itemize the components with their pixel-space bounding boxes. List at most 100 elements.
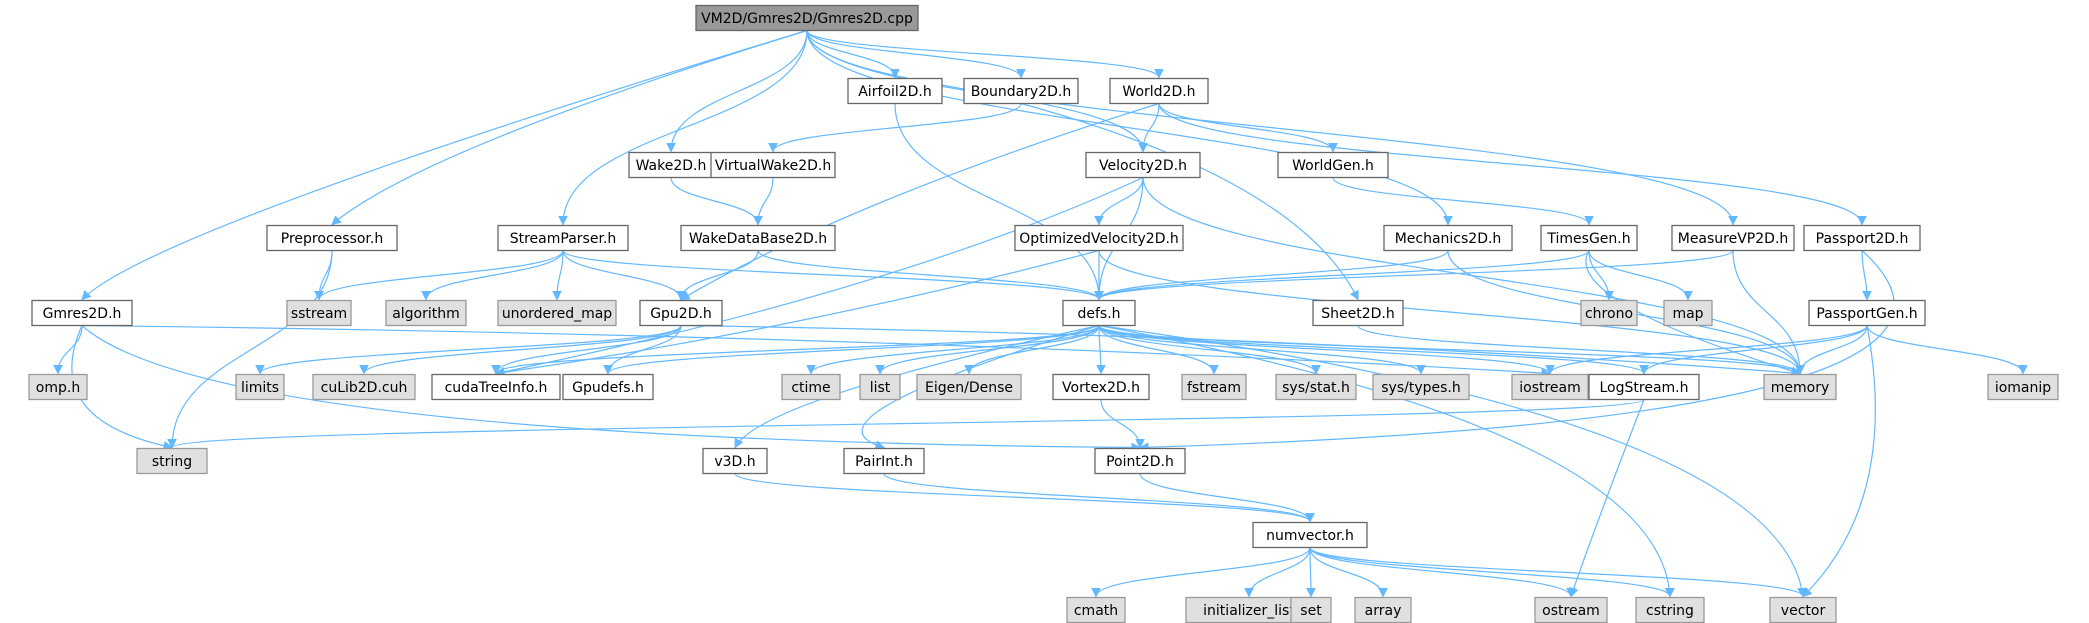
node-gpudefs[interactable]: Gpudefs.h <box>562 373 654 401</box>
arrowhead-defs-to-ctime <box>806 365 816 375</box>
node-box <box>859 373 901 401</box>
edge-measurevp-to-memory <box>1732 250 1801 374</box>
node-logstream[interactable]: LogStream.h <box>1588 373 1700 401</box>
node-label: MeasureVP2D.h <box>1678 231 1789 247</box>
node-label: ctime <box>791 380 830 396</box>
node-memory: memory <box>1763 373 1837 401</box>
arrowhead-defs-to-fstream <box>1209 365 1219 375</box>
node-cstring: cstring <box>1635 596 1705 623</box>
node-label: OptimizedVelocity2D.h <box>1019 231 1179 247</box>
node-gmres[interactable]: Gmres2D.h <box>31 299 133 327</box>
node-label: limits <box>241 380 279 396</box>
edge-vortex-to-point <box>1100 399 1141 448</box>
node-root[interactable]: VM2D/Gmres2D/Gmres2D.cpp <box>695 4 919 32</box>
edge-numvector-to-cstring <box>1309 547 1671 597</box>
node-mechanics[interactable]: Mechanics2D.h <box>1383 224 1513 252</box>
edge-defs-to-systypes <box>1098 325 1422 374</box>
edge-world-to-worldgen <box>1158 103 1334 152</box>
node-pairint[interactable]: PairInt.h <box>843 447 925 475</box>
node-label: memory <box>1771 380 1830 396</box>
node-label: iomanip <box>1995 380 2051 396</box>
edge-defs-to-memory <box>1098 324 1801 375</box>
node-wakedatabase[interactable]: WakeDataBase2D.h <box>680 224 836 252</box>
node-cudatree[interactable]: cudaTreeInfo.h <box>431 373 561 401</box>
node-algorithm: algorithm <box>385 299 467 327</box>
node-fstream: fstream <box>1181 373 1247 401</box>
node-virtualwake[interactable]: VirtualWake2D.h <box>710 151 836 179</box>
node-label: cstring <box>1646 603 1694 619</box>
node-defs[interactable]: defs.h <box>1062 299 1136 327</box>
node-array: array <box>1354 596 1412 623</box>
node-label: defs.h <box>1077 306 1120 322</box>
node-box <box>312 373 416 401</box>
node-box <box>1763 373 1837 401</box>
node-box <box>31 299 133 327</box>
node-label: World2D.h <box>1122 84 1195 100</box>
arrowhead-gpu-to-culib <box>359 365 369 375</box>
node-wake[interactable]: Wake2D.h <box>628 151 714 179</box>
node-box <box>1635 596 1705 623</box>
node-label: chrono <box>1585 306 1633 322</box>
arrowhead-root-to-boundary <box>1016 69 1026 79</box>
node-timesgen[interactable]: TimesGen.h <box>1540 224 1638 252</box>
node-numvector[interactable]: numvector.h <box>1252 521 1368 549</box>
node-velocity[interactable]: Velocity2D.h <box>1085 151 1201 179</box>
node-airfoil[interactable]: Airfoil2D.h <box>847 77 943 105</box>
edge-velocity-to-cudatree <box>495 176 1144 375</box>
node-ctime: ctime <box>781 373 841 401</box>
node-sheet[interactable]: Sheet2D.h <box>1312 299 1404 327</box>
node-label: set <box>1300 603 1322 619</box>
node-vortex[interactable]: Vortex2D.h <box>1052 373 1150 401</box>
edge-logstream-to-string <box>171 398 1645 449</box>
node-point[interactable]: Point2D.h <box>1094 447 1186 475</box>
arrowhead-wakedatabase-to-gpu <box>676 291 686 301</box>
edge-numvector-to-ostream <box>1309 547 1572 597</box>
node-box <box>1540 224 1638 252</box>
arrowhead-root-to-measurevp <box>1728 216 1738 226</box>
node-boundary[interactable]: Boundary2D.h <box>963 77 1079 105</box>
node-box <box>1052 373 1150 401</box>
node-box <box>286 299 352 327</box>
arrowhead-gpu-to-limits <box>255 365 265 375</box>
node-label: StreamParser.h <box>510 231 617 247</box>
edge-root-to-streamparser <box>562 30 808 225</box>
node-label: cuLib2D.cuh <box>321 380 408 396</box>
node-box <box>639 299 723 327</box>
node-optvel[interactable]: OptimizedVelocity2D.h <box>1014 224 1184 252</box>
edge-optvel-to-cudatree <box>495 249 1100 375</box>
node-preprocessor[interactable]: Preprocessor.h <box>266 224 398 252</box>
node-box <box>1511 373 1589 401</box>
node-label: vector <box>1781 603 1826 619</box>
node-box <box>781 373 841 401</box>
node-passportgen[interactable]: PassportGen.h <box>1808 299 1926 327</box>
arrowhead-world-to-passport <box>1857 216 1867 226</box>
node-box <box>1312 299 1404 327</box>
edge-gmres-to-string <box>71 325 173 449</box>
node-box <box>266 224 398 252</box>
node-worldgen[interactable]: WorldGen.h <box>1277 151 1389 179</box>
node-chrono: chrono <box>1580 299 1638 327</box>
node-limits: limits <box>235 373 285 401</box>
node-gpu[interactable]: Gpu2D.h <box>639 299 723 327</box>
node-passport[interactable]: Passport2D.h <box>1803 224 1921 252</box>
edge-defs-to-pairint <box>861 324 1100 449</box>
node-cmath: cmath <box>1066 596 1126 623</box>
node-label: Point2D.h <box>1106 454 1174 470</box>
node-v3d[interactable]: v3D.h <box>702 447 768 475</box>
arrowhead-root-to-gmres <box>81 290 92 301</box>
node-label: initializer_list <box>1203 603 1295 619</box>
arrowhead-root-to-airfoil <box>890 69 900 79</box>
edge-root-to-wake <box>670 30 808 152</box>
node-world[interactable]: World2D.h <box>1109 77 1209 105</box>
node-box <box>136 447 208 475</box>
arrowhead-passportgen-to-logstream <box>1639 365 1649 375</box>
node-streamparser[interactable]: StreamParser.h <box>497 224 629 252</box>
edge-airfoil-to-defs <box>894 103 1100 300</box>
node-label: Mechanics2D.h <box>1395 231 1502 247</box>
node-measurevp[interactable]: MeasureVP2D.h <box>1671 224 1795 252</box>
arrowhead-defs-to-v3d <box>734 437 744 449</box>
node-box <box>385 299 467 327</box>
arrowhead-streamparser-to-unordered_map <box>552 291 562 301</box>
